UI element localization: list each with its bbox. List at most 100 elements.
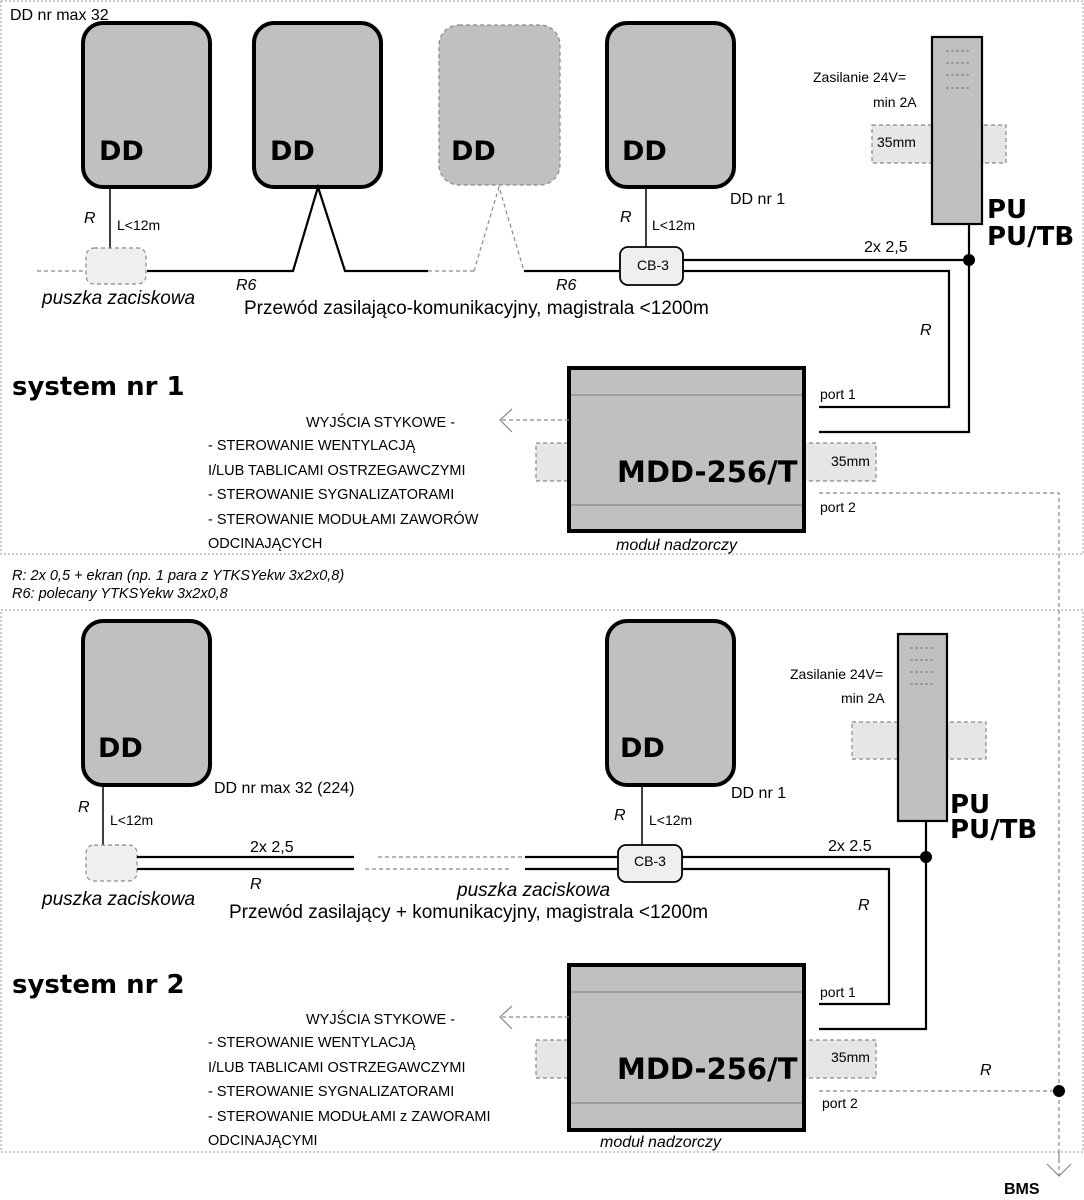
- s1-psu-name-line1: PU: [987, 195, 1027, 225]
- s2-psu[interactable]: [896, 632, 949, 823]
- s1-dd-device-placeholder: DD: [438, 24, 561, 186]
- s1-mdd-port1[interactable]: port 1: [820, 386, 856, 402]
- s1-mdd-rail-label: 35mm: [831, 453, 870, 469]
- s1-dd-device-2[interactable]: DD: [252, 21, 383, 189]
- s1-power-cable-label: 2x 2,5: [864, 239, 908, 256]
- s2-output-line: - STEROWANIE SYGNALIZATORAMI: [208, 1084, 454, 1100]
- s1-system-title: system nr 1: [12, 372, 185, 402]
- s2-output-line: WYJŚCIA STYKOWE -: [306, 1010, 455, 1028]
- s2-mdd-port2[interactable]: port 2: [822, 1095, 858, 1111]
- s2-output-line: - STEROWANIE WENTYLACJĄ: [208, 1035, 416, 1051]
- s2-stub-cable-label: R: [614, 807, 626, 824]
- s1-comm-cable-label: R: [920, 322, 932, 339]
- s2-dd-device-first[interactable]: DD: [605, 619, 736, 787]
- s2-mdd-module[interactable]: MDD-256/T: [567, 963, 806, 1132]
- s1-bus-cable-label: R6: [556, 277, 577, 294]
- s2-comm-wire-port1: [682, 867, 891, 1006]
- s1-stub-cable-label: R: [84, 210, 96, 227]
- s1-dd-label: DD: [622, 136, 667, 167]
- s2-dd-label: DD: [620, 733, 665, 764]
- s2-cb3-box[interactable]: [617, 844, 683, 883]
- s2-comm-cable-label: R: [858, 897, 870, 914]
- system2-frame: [0, 609, 1084, 1153]
- s2-dd-body: [605, 619, 736, 787]
- s1-mdd-module[interactable]: MDD-256/T: [567, 366, 806, 533]
- s2-mdd-caption: moduł nadzorczy: [600, 1134, 722, 1151]
- s1-dd-body: [81, 21, 212, 189]
- s1-bus-wire-a: [147, 183, 428, 273]
- s1-stub-length-label: L<12m: [652, 217, 695, 233]
- s1-mdd-caption: moduł nadzorczy: [616, 537, 738, 554]
- s2-psu-supply-line1: Zasilanie 24V=: [790, 666, 883, 682]
- s1-bus-cable-label: R6: [236, 277, 257, 294]
- s1-bms-wire: [819, 492, 1060, 1162]
- s1-outputs-arrow-head-icon: [499, 408, 513, 433]
- s2-power-cable-label: 2x 2.5: [828, 838, 872, 855]
- s1-bus-description: Przewód zasilająco-komunikacyjny, magist…: [244, 298, 709, 319]
- s1-comm-wire-port1: [683, 269, 951, 409]
- s2-junction-box-label-mid: puszka zaciskowa: [456, 880, 610, 901]
- s1-dd-label: DD: [99, 136, 144, 167]
- s1-dd-label: DD: [451, 136, 496, 167]
- s2-dd-first-label: DD nr 1: [731, 785, 786, 802]
- s2-psu-name-line1: PU: [950, 790, 990, 820]
- s1-output-line: I/LUB TABLICAMI OSTRZEGAWCZYMI: [208, 463, 466, 479]
- s1-mdd-name: MDD-256/T: [617, 455, 798, 489]
- s1-junction-box-label: puszka zaciskowa: [41, 288, 195, 309]
- s1-output-line: - STEROWANIE WENTYLACJĄ: [208, 438, 416, 454]
- s1-dd-label: DD: [270, 136, 315, 167]
- s1-dd-first-label: DD nr 1: [730, 191, 785, 208]
- s2-mdd-port1[interactable]: port 1: [820, 984, 856, 1000]
- s1-dd-body: [605, 21, 736, 189]
- s2-bms-junction-dot: [1053, 1085, 1065, 1097]
- s2-bus-power-label: 2x 2,5: [250, 839, 294, 856]
- s2-junction-box[interactable]: [85, 844, 138, 882]
- s2-dd-max-label: DD nr max 32 (224): [214, 780, 355, 797]
- legend-note-r6: R6: polecany YTKSYekw 3x2x0,8: [12, 586, 228, 602]
- s2-dd-label: DD: [98, 733, 143, 764]
- s1-output-line: ODCINAJĄCYCH: [208, 536, 322, 552]
- s2-dd-device-last[interactable]: DD: [81, 619, 212, 787]
- s1-dd-device-first[interactable]: DD: [605, 21, 736, 189]
- s1-psu[interactable]: [930, 35, 984, 226]
- s1-mdd-body: [567, 366, 806, 533]
- s1-cb3-box[interactable]: [619, 246, 684, 286]
- s2-mdd-body: [567, 963, 806, 1132]
- s1-output-line: - STEROWANIE MODUŁAMI ZAWORÓW: [208, 511, 479, 528]
- s1-mdd-port2[interactable]: port 2: [820, 499, 856, 515]
- s2-bus-description: Przewód zasilający + komunikacyjny, magi…: [229, 902, 708, 923]
- s2-psu-supply-line2: min 2A: [841, 690, 885, 706]
- s1-psu-supply-line1: Zasilanie 24V=: [813, 69, 906, 85]
- s2-stub-cable-label: R: [78, 799, 90, 816]
- s1-dd-body-placeholder: [438, 24, 561, 186]
- s1-cb3-label: CB-3: [637, 257, 669, 273]
- s2-outputs-arrow-head-icon: [499, 1005, 513, 1030]
- s1-bus-loop-placeholder: [473, 184, 525, 272]
- s2-dd-body: [81, 619, 212, 787]
- s1-psu-body: [930, 35, 984, 226]
- s2-mdd-rail-label: 35mm: [831, 1049, 870, 1065]
- s2-power-wire-mdd: [819, 821, 928, 1031]
- s2-junction-dot: [920, 851, 932, 863]
- s1-psu-rail-label: 35mm: [877, 134, 916, 150]
- s2-bms-cable-label: R: [980, 1062, 992, 1079]
- s2-psu-body: [896, 632, 949, 823]
- s1-output-line: WYJŚCIA STYKOWE -: [306, 413, 455, 431]
- s2-mdd-name: MDD-256/T: [617, 1052, 798, 1086]
- bms-arrow-head-icon: [1046, 1163, 1072, 1177]
- bms-label: BMS: [1004, 1181, 1040, 1198]
- s2-bus-comm-label: R: [250, 876, 262, 893]
- s1-psu-name-line2: PU/TB: [987, 222, 1074, 252]
- s1-junction-box[interactable]: [85, 247, 147, 285]
- s2-stub-length-label: L<12m: [110, 812, 153, 828]
- s2-psu-name-line2: PU/TB: [950, 815, 1037, 845]
- s1-dd-max-label: DD nr max 32: [10, 7, 109, 24]
- s1-psu-supply-line2: min 2A: [873, 94, 917, 110]
- s2-output-line: I/LUB TABLICAMI OSTRZEGAWCZYMI: [208, 1060, 466, 1076]
- s1-dd-device-1[interactable]: DD: [81, 21, 212, 189]
- system1-frame: [0, 0, 1084, 555]
- s2-system-title: system nr 2: [12, 970, 185, 1000]
- s2-output-line: ODCINAJĄCYMI: [208, 1133, 318, 1149]
- s2-cb3-label: CB-3: [634, 853, 666, 869]
